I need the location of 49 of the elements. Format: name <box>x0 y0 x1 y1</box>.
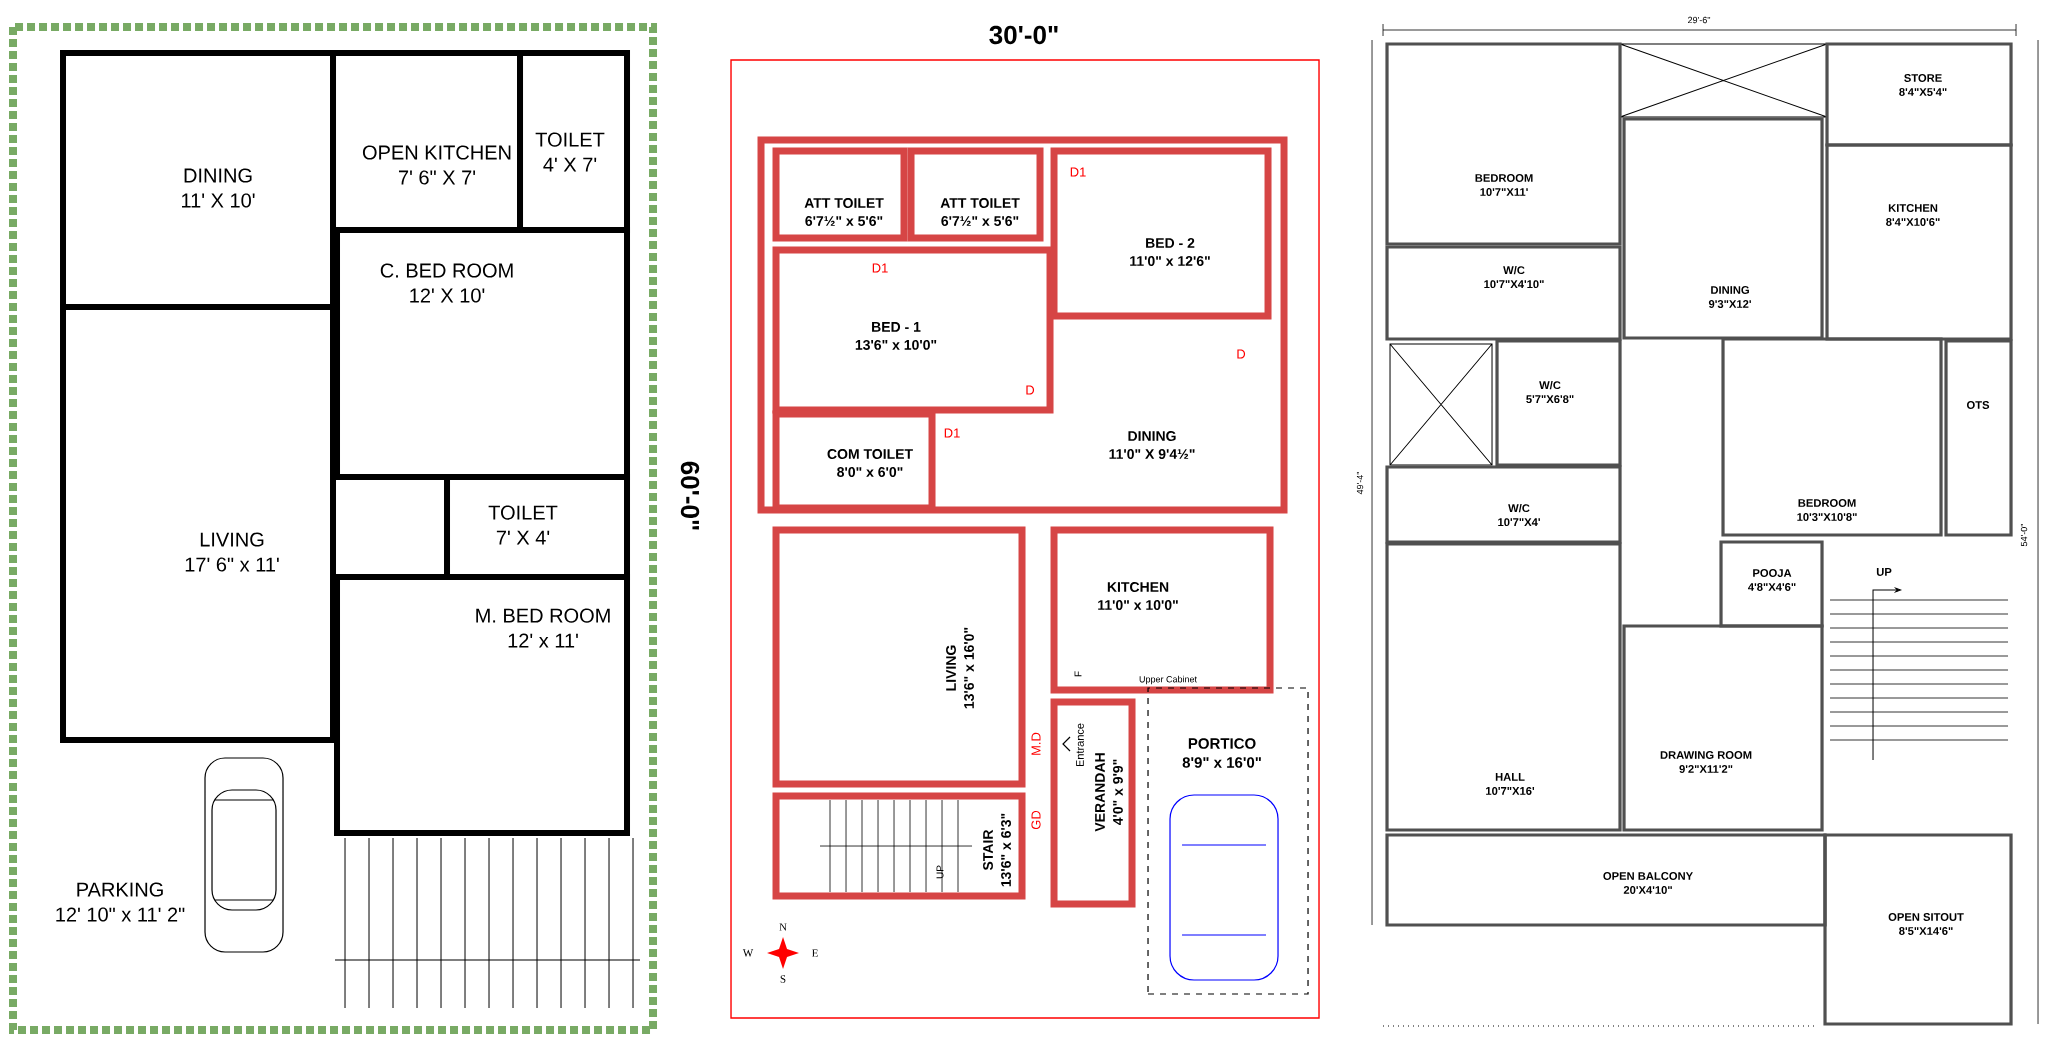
door-tag: D <box>1026 385 1035 395</box>
room: ATT TOILET 6'7½" x 5'6" <box>907 147 1044 242</box>
dimension-label: 30'-0" <box>989 25 1058 45</box>
room: PARKING 12' 10" x 11' 2" <box>56 882 185 922</box>
room: OTS <box>1944 339 2013 537</box>
room: PORTICO 8'9" x 16'0" <box>1147 687 1309 995</box>
compass-letter: N <box>779 923 787 931</box>
room: TOILET 7' X 4' <box>444 474 630 580</box>
room: STORE 8'4"X5'4" <box>1825 42 2013 147</box>
dimension-label: 49'-4" <box>1356 471 1364 495</box>
room: OPEN BALCONY 20'X4'10" <box>1385 833 1827 927</box>
door-tag: D1 <box>944 428 960 438</box>
room: POOJA 4'8"X4'6" <box>1719 540 1824 628</box>
room: KITCHEN 8'4"X10'6" <box>1825 143 2013 341</box>
room: DINING 9'3"X12' <box>1622 117 1824 340</box>
entrance-label: Entrance <box>1076 723 1084 767</box>
room: M. BED ROOM 12' x 11' <box>334 574 630 836</box>
room: COM TOILET 8'0" x 6'0" <box>772 410 936 512</box>
dimension-label: 29'-6" <box>1688 16 1711 24</box>
dimension-label: 60'-0" <box>680 461 700 530</box>
room: TOILET 4' X 7' <box>517 50 630 233</box>
room: OPEN SITOUT 8'5"X14'6" <box>1823 833 2013 1026</box>
room: W/C 10'7"X4'10" <box>1385 245 1622 341</box>
room: OPEN KITCHEN 7' 6" X 7' <box>330 50 523 233</box>
room: LIVING 13'6" x 16'0" <box>772 526 1026 788</box>
room: LIVING 17' 6" x 11' <box>60 304 336 743</box>
appliance-label: F <box>1074 671 1082 677</box>
door-tag: M.D <box>1031 732 1041 755</box>
door-tag: GD <box>1031 810 1041 830</box>
room: C. BED ROOM 12' X 10' <box>334 227 630 480</box>
room: ATT TOILET 6'7½" x 5'6" <box>772 147 908 242</box>
room: HALL 10'7"X16' <box>1385 542 1622 832</box>
room: BEDROOM 10'3"X10'8" <box>1721 337 1943 537</box>
room: DINING 11' X 10' <box>60 50 336 310</box>
room: DINING 11'0" X 9'4½" <box>1109 431 1195 459</box>
compass-letter: E <box>811 949 818 957</box>
stair-direction-label: UP <box>936 865 944 879</box>
stair-direction-label: UP <box>1876 568 1892 576</box>
compass-letter: W <box>742 949 754 957</box>
cabinet-label: Upper Cabinet <box>1139 675 1197 685</box>
compass-letter: S <box>780 975 786 983</box>
door-tag: D1 <box>1070 167 1086 177</box>
room: W/C 5'7"X6'8" <box>1495 339 1622 467</box>
door-tag: D1 <box>872 263 888 273</box>
room: DRAWING ROOM 9'2"X11'2" <box>1622 624 1824 832</box>
dimension-label: 54'-0" <box>2020 523 2028 547</box>
room: BEDROOM 10'7"X11' <box>1385 42 1622 246</box>
room: W/C 10'7"X4' <box>1385 465 1622 544</box>
door-tag: D <box>1237 349 1246 359</box>
